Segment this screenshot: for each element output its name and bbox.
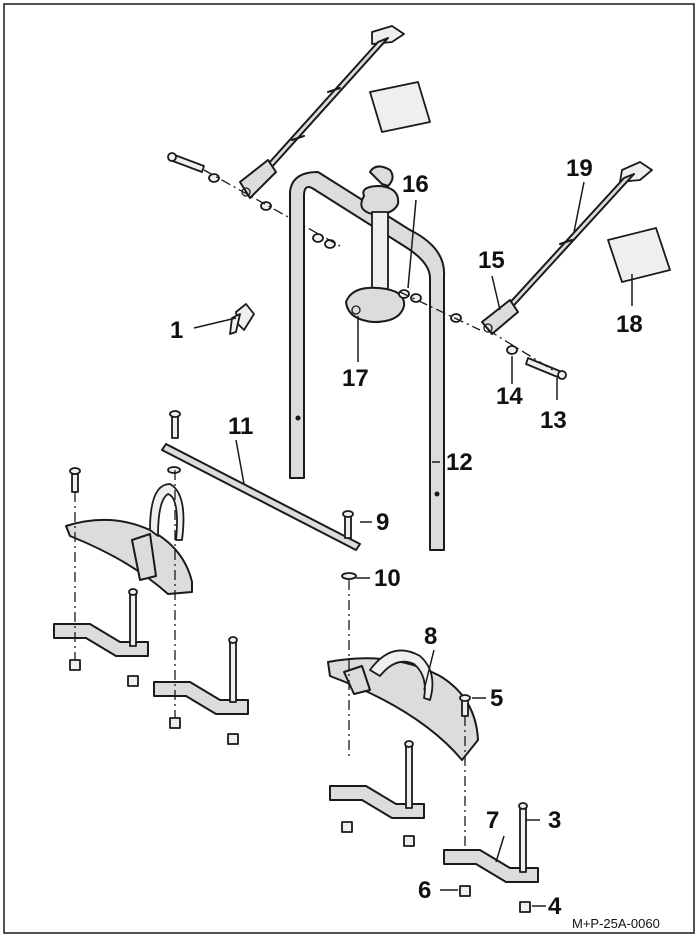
center-clamp <box>345 165 406 323</box>
callout-8: 8 <box>424 623 437 650</box>
footplates-left <box>53 470 249 745</box>
callout-18: 18 <box>616 311 643 338</box>
washers-right <box>398 289 481 331</box>
frame-12 <box>289 171 446 551</box>
callout-13: 13 <box>540 407 567 434</box>
bolt-chain-left <box>167 152 341 249</box>
upper-strap-left <box>239 25 405 199</box>
callout-4: 4 <box>548 893 562 920</box>
callout-3: 3 <box>548 807 561 834</box>
callout-15: 15 <box>478 247 505 274</box>
upper-pad-left <box>369 81 431 133</box>
leader-lines <box>193 181 633 907</box>
wheel-holder-left <box>65 467 193 595</box>
callout-6: 6 <box>418 877 431 904</box>
callout-5: 5 <box>490 685 503 712</box>
callout-7: 7 <box>486 807 499 834</box>
callout-11: 11 <box>228 413 253 440</box>
callout-16: 16 <box>402 171 429 198</box>
callout-17: 17 <box>342 365 369 392</box>
callout-10: 10 <box>374 565 401 592</box>
bar-11 <box>161 410 361 551</box>
wheel-holder-8 <box>327 580 479 761</box>
callout-12: 12 <box>446 449 473 476</box>
reference-code: M+P-25A-0060 <box>572 916 660 931</box>
bolt-13-washer-14 <box>487 329 567 380</box>
diagram-border <box>3 3 695 934</box>
callout-19: 19 <box>566 155 593 182</box>
callout-14: 14 <box>496 383 523 410</box>
callout-9: 9 <box>376 509 389 536</box>
bolt-9-washer-10 <box>341 510 357 580</box>
upper-pad-right <box>607 227 671 283</box>
callout-1: 1 <box>170 317 183 344</box>
footplates-right <box>329 716 539 913</box>
